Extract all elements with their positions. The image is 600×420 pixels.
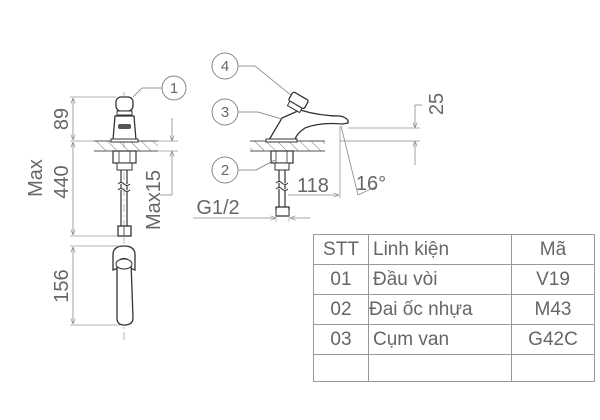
dim-spout-height: 25 (426, 93, 448, 115)
side-view: 4 3 2 25 118 16° G1/2 (193, 52, 448, 222)
cell-part: Đầu vòi (368, 264, 512, 295)
cell-stt (313, 354, 369, 382)
cell-part: Đai ốc nhựa (368, 294, 512, 325)
parts-table: STT Linh kiện Mã 01 Đầu vòi V19 02 Đai ố… (313, 234, 595, 382)
cell-part (368, 354, 512, 382)
table-row: 01 Đầu vòi V19 (313, 264, 595, 295)
table-row-empty (313, 354, 595, 382)
table-row: 03 Cụm van G42C (313, 324, 595, 355)
header-stt: STT (313, 234, 369, 265)
cell-code: M43 (511, 294, 595, 325)
cell-part: Cụm van (368, 324, 512, 355)
dim-thread-size: G1/2 (196, 197, 239, 219)
header-part: Linh kiện (368, 234, 512, 265)
header-code: Mã (511, 234, 595, 265)
table-row: 02 Đai ốc nhựa M43 (313, 294, 595, 325)
table-header-row: STT Linh kiện Mã (313, 234, 595, 265)
dim-top-length: 156 (51, 269, 73, 302)
balloon-3: 3 (221, 104, 229, 121)
top-view: 156 (51, 236, 136, 340)
cell-stt: 03 (313, 324, 369, 355)
balloon-2: 2 (221, 162, 229, 179)
dim-max-below-deck: 440 (51, 165, 73, 198)
cell-code: V19 (511, 264, 595, 295)
dim-spout-reach: 118 (297, 175, 329, 197)
front-view: 89 Max 440 Max15 1 (25, 75, 187, 238)
dim-spout-angle: 16° (356, 173, 386, 195)
dim-height-above-deck: 89 (51, 108, 73, 130)
cell-stt: 02 (313, 294, 369, 325)
cell-code: G42C (511, 324, 595, 355)
balloon-1: 1 (170, 80, 178, 97)
dim-max-label: Max (25, 159, 47, 197)
dim-max-deck-thickness: Max15 (143, 170, 165, 230)
cell-stt: 01 (313, 264, 369, 295)
balloon-4: 4 (221, 58, 229, 75)
cell-code (511, 354, 595, 382)
